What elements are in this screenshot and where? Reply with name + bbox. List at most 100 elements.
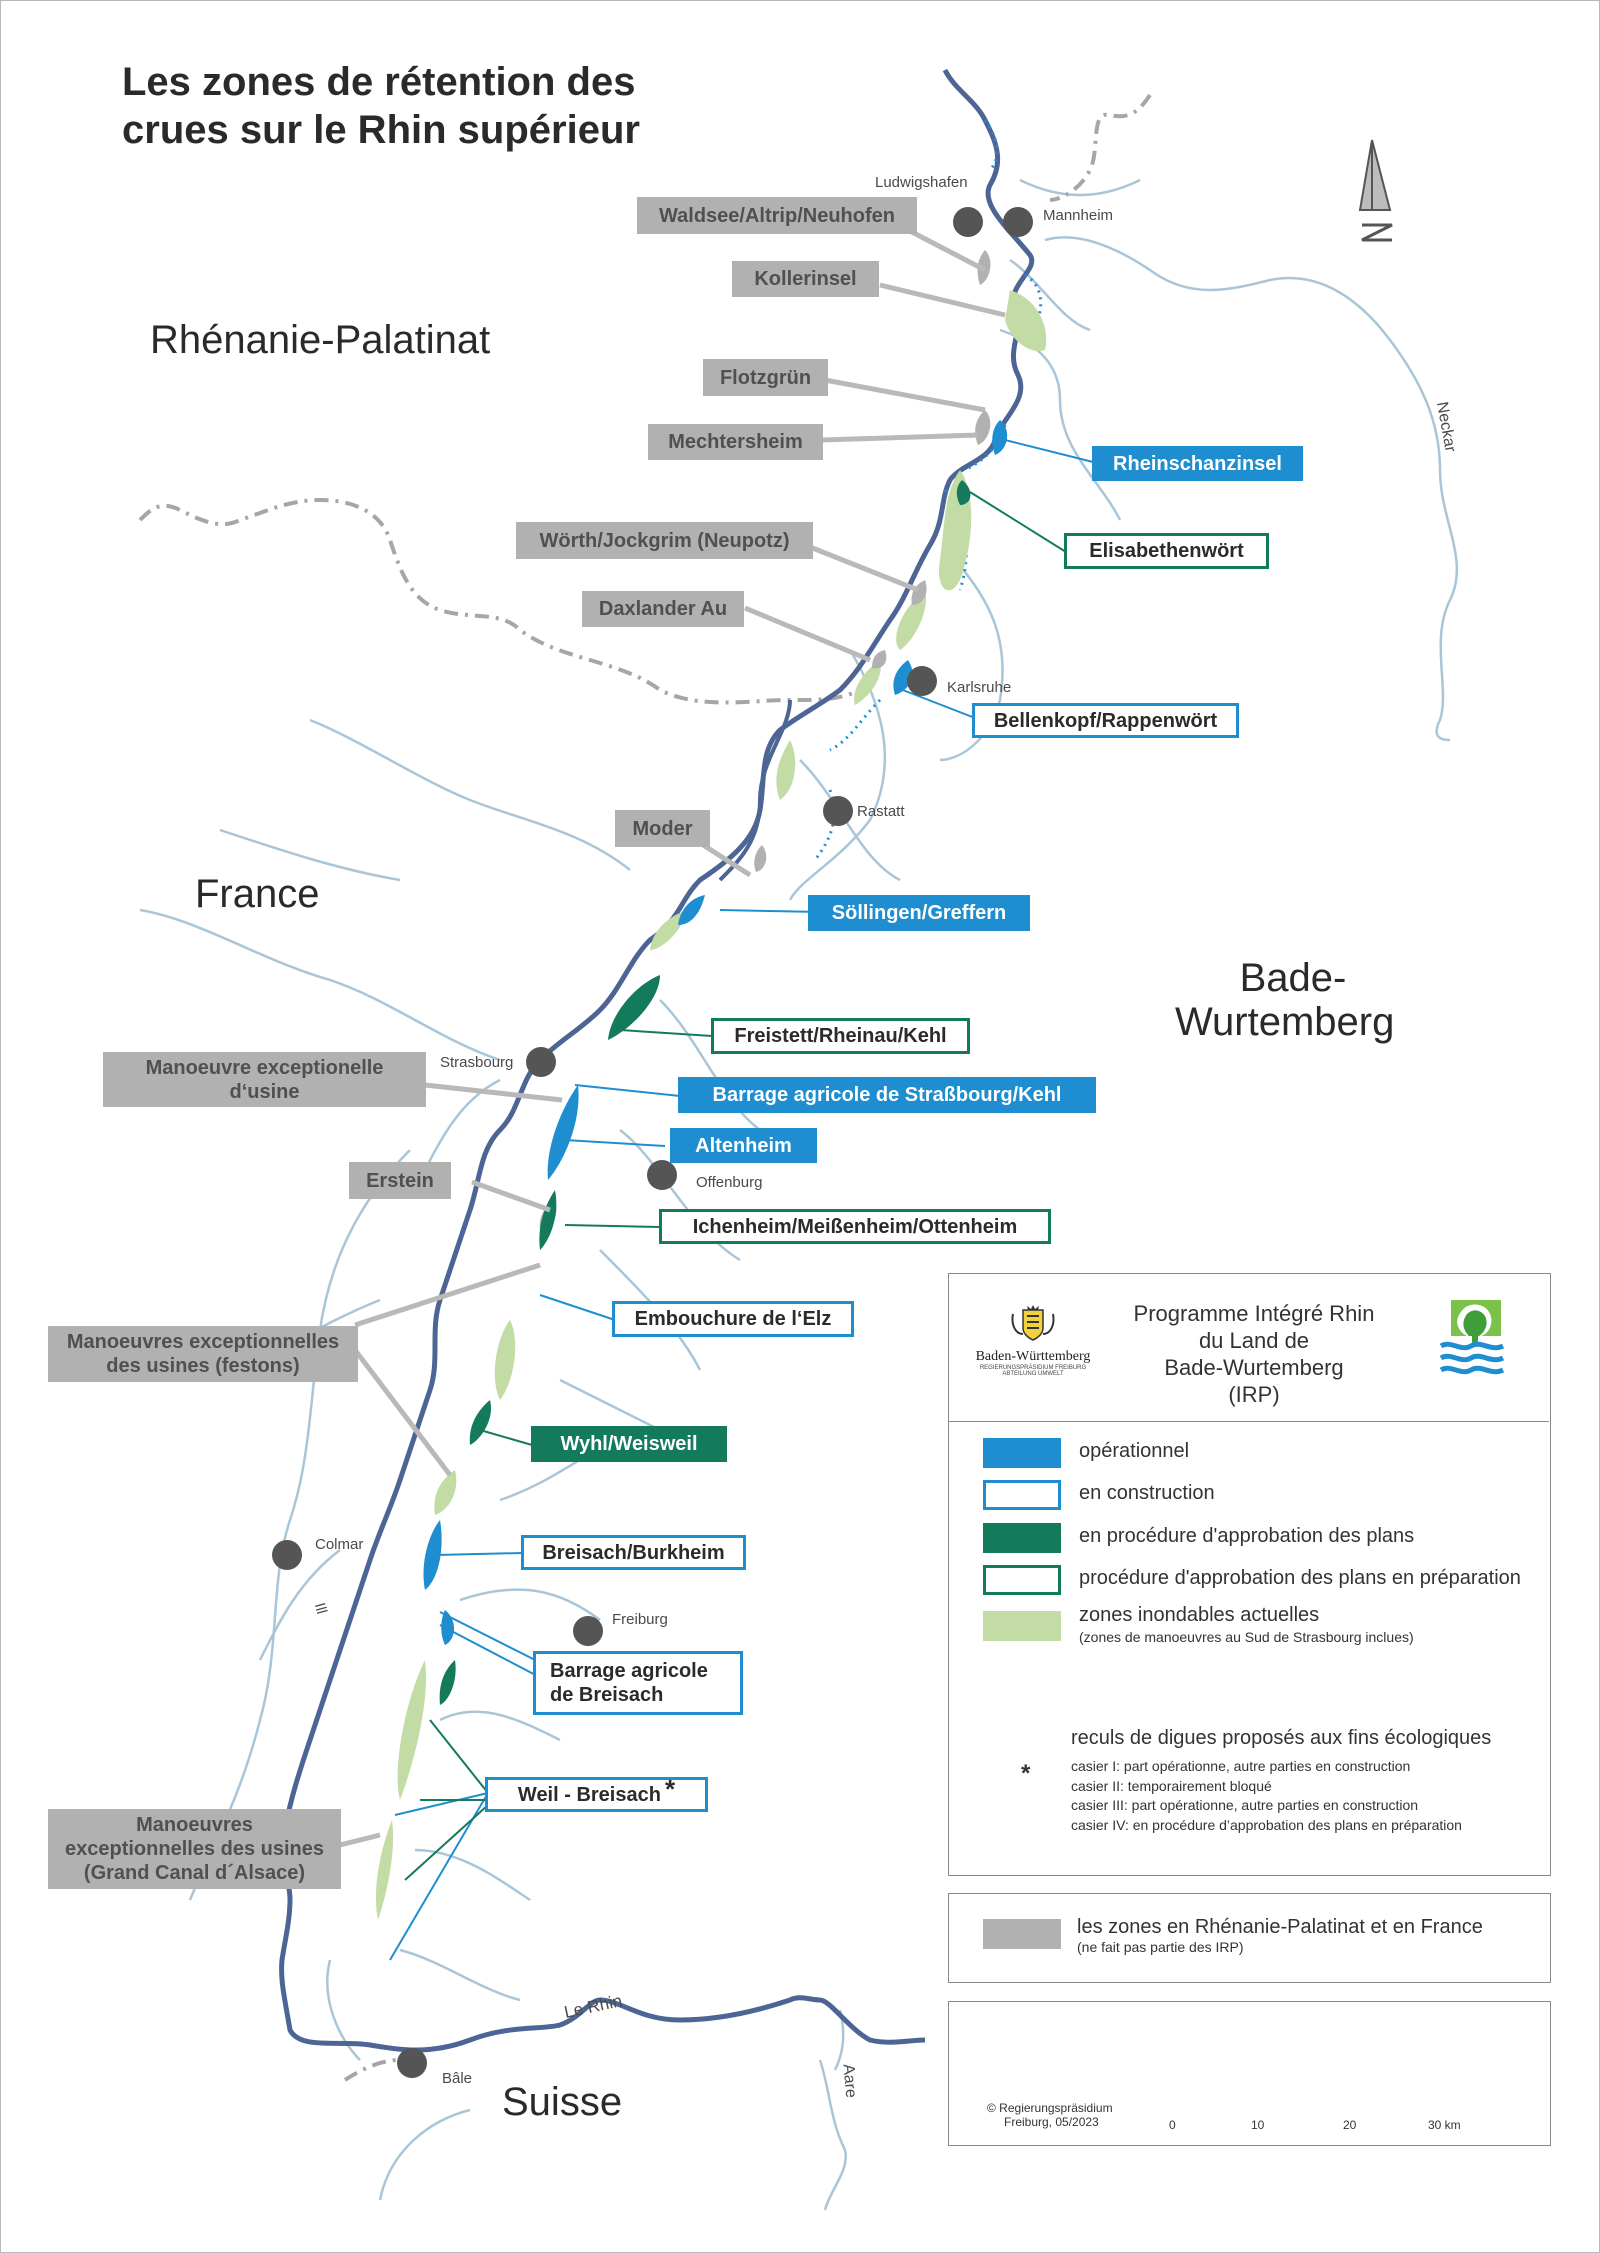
legend-rlp-fr-zones: les zones en Rhénanie-Palatinat et en Fr… [1077, 1916, 1483, 1938]
bw-logo-sub-1: REGIERUNGSPRÄSIDIUM FREIBURG [979, 1365, 1087, 1371]
zone-manoeuvre-usine-line-2: d‘usine [229, 1080, 300, 1103]
zone-grand-canal-alsace: Manoeuvres exceptionnelles des usines (G… [48, 1809, 341, 1889]
legend-operational: opérationnel [1079, 1440, 1190, 1462]
zone-soellingen-greffern: Söllingen/Greffern [808, 895, 1030, 931]
flood-zones [375, 290, 1047, 1920]
scale-label-20: 20 [1343, 2118, 1357, 2132]
borders [138, 93, 1152, 2082]
zone-erstein: Erstein [349, 1162, 451, 1199]
bw-logo-sub-2: ABTEILUNG UMWELT [1002, 1371, 1064, 1377]
zone-bellenkopf-rappenwoert: Bellenkopf/Rappenwört [972, 703, 1239, 738]
zone-wyhl-weisweil: Wyhl/Weisweil [531, 1426, 727, 1462]
zone-festons-line-2: des usines (festons) [106, 1355, 300, 1377]
copyright-line-2: Freiburg, 05/2023 [1004, 2115, 1099, 2129]
legend-flood-zones: zones inondables actuelles [1079, 1604, 1320, 1626]
irp-title: Programme Intégré Rhin du Land de Bade-W… [1109, 1300, 1399, 1408]
legend-dikes: reculs de digues proposés aux fins écolo… [1071, 1727, 1492, 1749]
zone-festons-line-1: Manoeuvres exceptionnelles [66, 1331, 340, 1353]
copyright-line-1: © Regierungspräsidium [987, 2101, 1113, 2115]
legend-approval: en procédure d'approbation des plans [1079, 1525, 1415, 1547]
zone-grand-canal-line-3: (Grand Canal d´Alsace) [83, 1862, 306, 1884]
legend-divider [949, 1421, 1549, 1422]
irp-title-line-2: du Land de [1198, 1328, 1310, 1353]
legend-star: * [1021, 1760, 1031, 1787]
bw-logo-text: Baden-Württemberg [975, 1349, 1091, 1364]
city-offenburg: Offenburg [696, 1174, 763, 1191]
tributaries [139, 178, 1459, 2211]
title-line-2: crues sur le Rhin supérieur [122, 108, 640, 152]
region-rhenanie-palatinat: Rhénanie-Palatinat [150, 318, 491, 362]
title-line-1: Les zones de rétention des [122, 60, 636, 104]
city-dots [272, 207, 1033, 2078]
zone-kollerinsel: Kollerinsel [732, 261, 879, 297]
zone-altenheim: Altenheim [670, 1128, 817, 1163]
legend-casier-3: casier III: part opérationne, autre part… [1071, 1797, 1419, 1813]
zone-weil-breisach-star: * [664, 1773, 676, 1804]
zone-barrage-breisach-line-2: de Breisach [550, 1684, 664, 1706]
city-freiburg: Freiburg [612, 1611, 668, 1628]
zone-manoeuvre-usine-line-1: Manoeuvre exceptionelle [145, 1056, 384, 1079]
legend-construction: en construction [1079, 1482, 1215, 1504]
legend-swatch-preparation [983, 1565, 1061, 1595]
scale-label-0: 0 [1169, 2118, 1176, 2132]
zone-flotzgruen: Flotzgrün [703, 359, 828, 396]
zone-breisach-burkheim: Breisach/Burkheim [521, 1535, 746, 1570]
zone-barrage-breisach-line-1: Barrage agricole [550, 1660, 708, 1682]
city-rastatt: Rastatt [857, 803, 905, 820]
north-arrow [1358, 139, 1393, 242]
zone-elisabethenwoert: Elisabethenwört [1064, 533, 1269, 569]
irp-title-line-1: Programme Intégré Rhin [1133, 1301, 1375, 1326]
zone-festons: Manoeuvres exceptionnelles des usines (f… [48, 1326, 358, 1382]
irp-title-line-4: (IRP) [1228, 1382, 1280, 1407]
zone-waldsee-altrip-neuhofen: Waldsee/Altrip/Neuhofen [637, 197, 917, 234]
city-strasbourg: Strasbourg [440, 1054, 514, 1071]
legend-casier-1: casier I: part opérationne, autre partie… [1071, 1758, 1411, 1774]
zone-ichenheim-meissenheim-ottenheim: Ichenheim/Meißenheim/Ottenheim [659, 1209, 1051, 1244]
zone-mechtersheim: Mechtersheim [648, 424, 823, 460]
blue-leader-lines [389, 439, 1098, 1961]
rhine-river [279, 68, 1035, 2053]
legend-box: Baden-Württemberg REGIERUNGSPRÄSIDIUM FR… [948, 1273, 1551, 1876]
zone-grand-canal-line-1: Manoeuvres [136, 1814, 253, 1836]
zone-embouchure-elz: Embouchure de l‘Elz [612, 1301, 854, 1337]
zone-woerth-jockgrim: Wörth/Jockgrim (Neupotz) [516, 522, 813, 559]
city-mannheim: Mannheim [1043, 207, 1114, 224]
bw-coat-of-arms-icon [1011, 1305, 1055, 1341]
zone-barrage-breisach: Barrage agricole de Breisach [533, 1651, 743, 1715]
legend-box-credits: © Regierungspräsidium Freiburg, 05/2023 … [948, 2001, 1551, 2146]
zone-moder: Moder [615, 810, 710, 847]
zone-rheinschanzinsel: Rheinschanzinsel [1092, 446, 1303, 481]
city-karlsruhe: Karlsruhe [947, 679, 1012, 696]
legend-flood-zones-note: (zones de manoeuvres au Sud de Strasbour… [1079, 1629, 1414, 1645]
map-title: Les zones de rétention des crues sur le … [122, 58, 640, 154]
legend-box-rlp-fr: les zones en Rhénanie-Palatinat et en Fr… [948, 1893, 1551, 1983]
city-ludwigshafen: Ludwigshafen [875, 174, 968, 191]
zone-barrage-strasbourg-kehl: Barrage agricole de Straßbourg/Kehl [678, 1077, 1096, 1113]
region-bw-line-2: Wurtemberg [1175, 1000, 1395, 1044]
zone-grand-canal-line-2: exceptionnelles des usines [65, 1838, 324, 1860]
gray-leader-lines [339, 227, 1006, 1848]
zone-daxlander-au: Daxlander Au [582, 591, 744, 627]
legend-swatch-construction [983, 1480, 1061, 1510]
green-leader-lines [404, 491, 1067, 1881]
legend-swatch-flood-zones [983, 1611, 1061, 1641]
legend-casier-4: casier IV: en procédure d’approbation de… [1071, 1817, 1462, 1833]
region-bade-wurtemberg: Bade- [1233, 955, 1353, 1001]
scale-label-30: 30 km [1428, 2118, 1461, 2132]
zone-weil-breisach-label: Weil - Breisach [517, 1783, 661, 1806]
region-france: France [195, 872, 320, 916]
legend-rlp-fr-note: (ne fait pas partie des IRP) [1077, 1939, 1244, 1955]
region-suisse: Suisse [502, 2080, 623, 2124]
zone-manoeuvre-usine: Manoeuvre exceptionelle d‘usine [103, 1052, 426, 1107]
city-bale: Bâle [442, 2070, 473, 2087]
legend-casier-2: casier II: temporairement bloqué [1071, 1778, 1272, 1794]
zone-weil-breisach: Weil - Breisach * [485, 1773, 708, 1812]
rhine-arm [718, 699, 792, 882]
region-bw-line-1: Bade- [1239, 956, 1347, 1000]
legend-preparation: procédure d'approbation des plans en pré… [1079, 1567, 1521, 1589]
irp-approval-zones [439, 480, 971, 1705]
legend-swatch-approval [983, 1523, 1061, 1553]
irp-title-line-3: Bade-Wurtemberg [1164, 1355, 1344, 1380]
legend-swatch-operational [983, 1438, 1061, 1468]
